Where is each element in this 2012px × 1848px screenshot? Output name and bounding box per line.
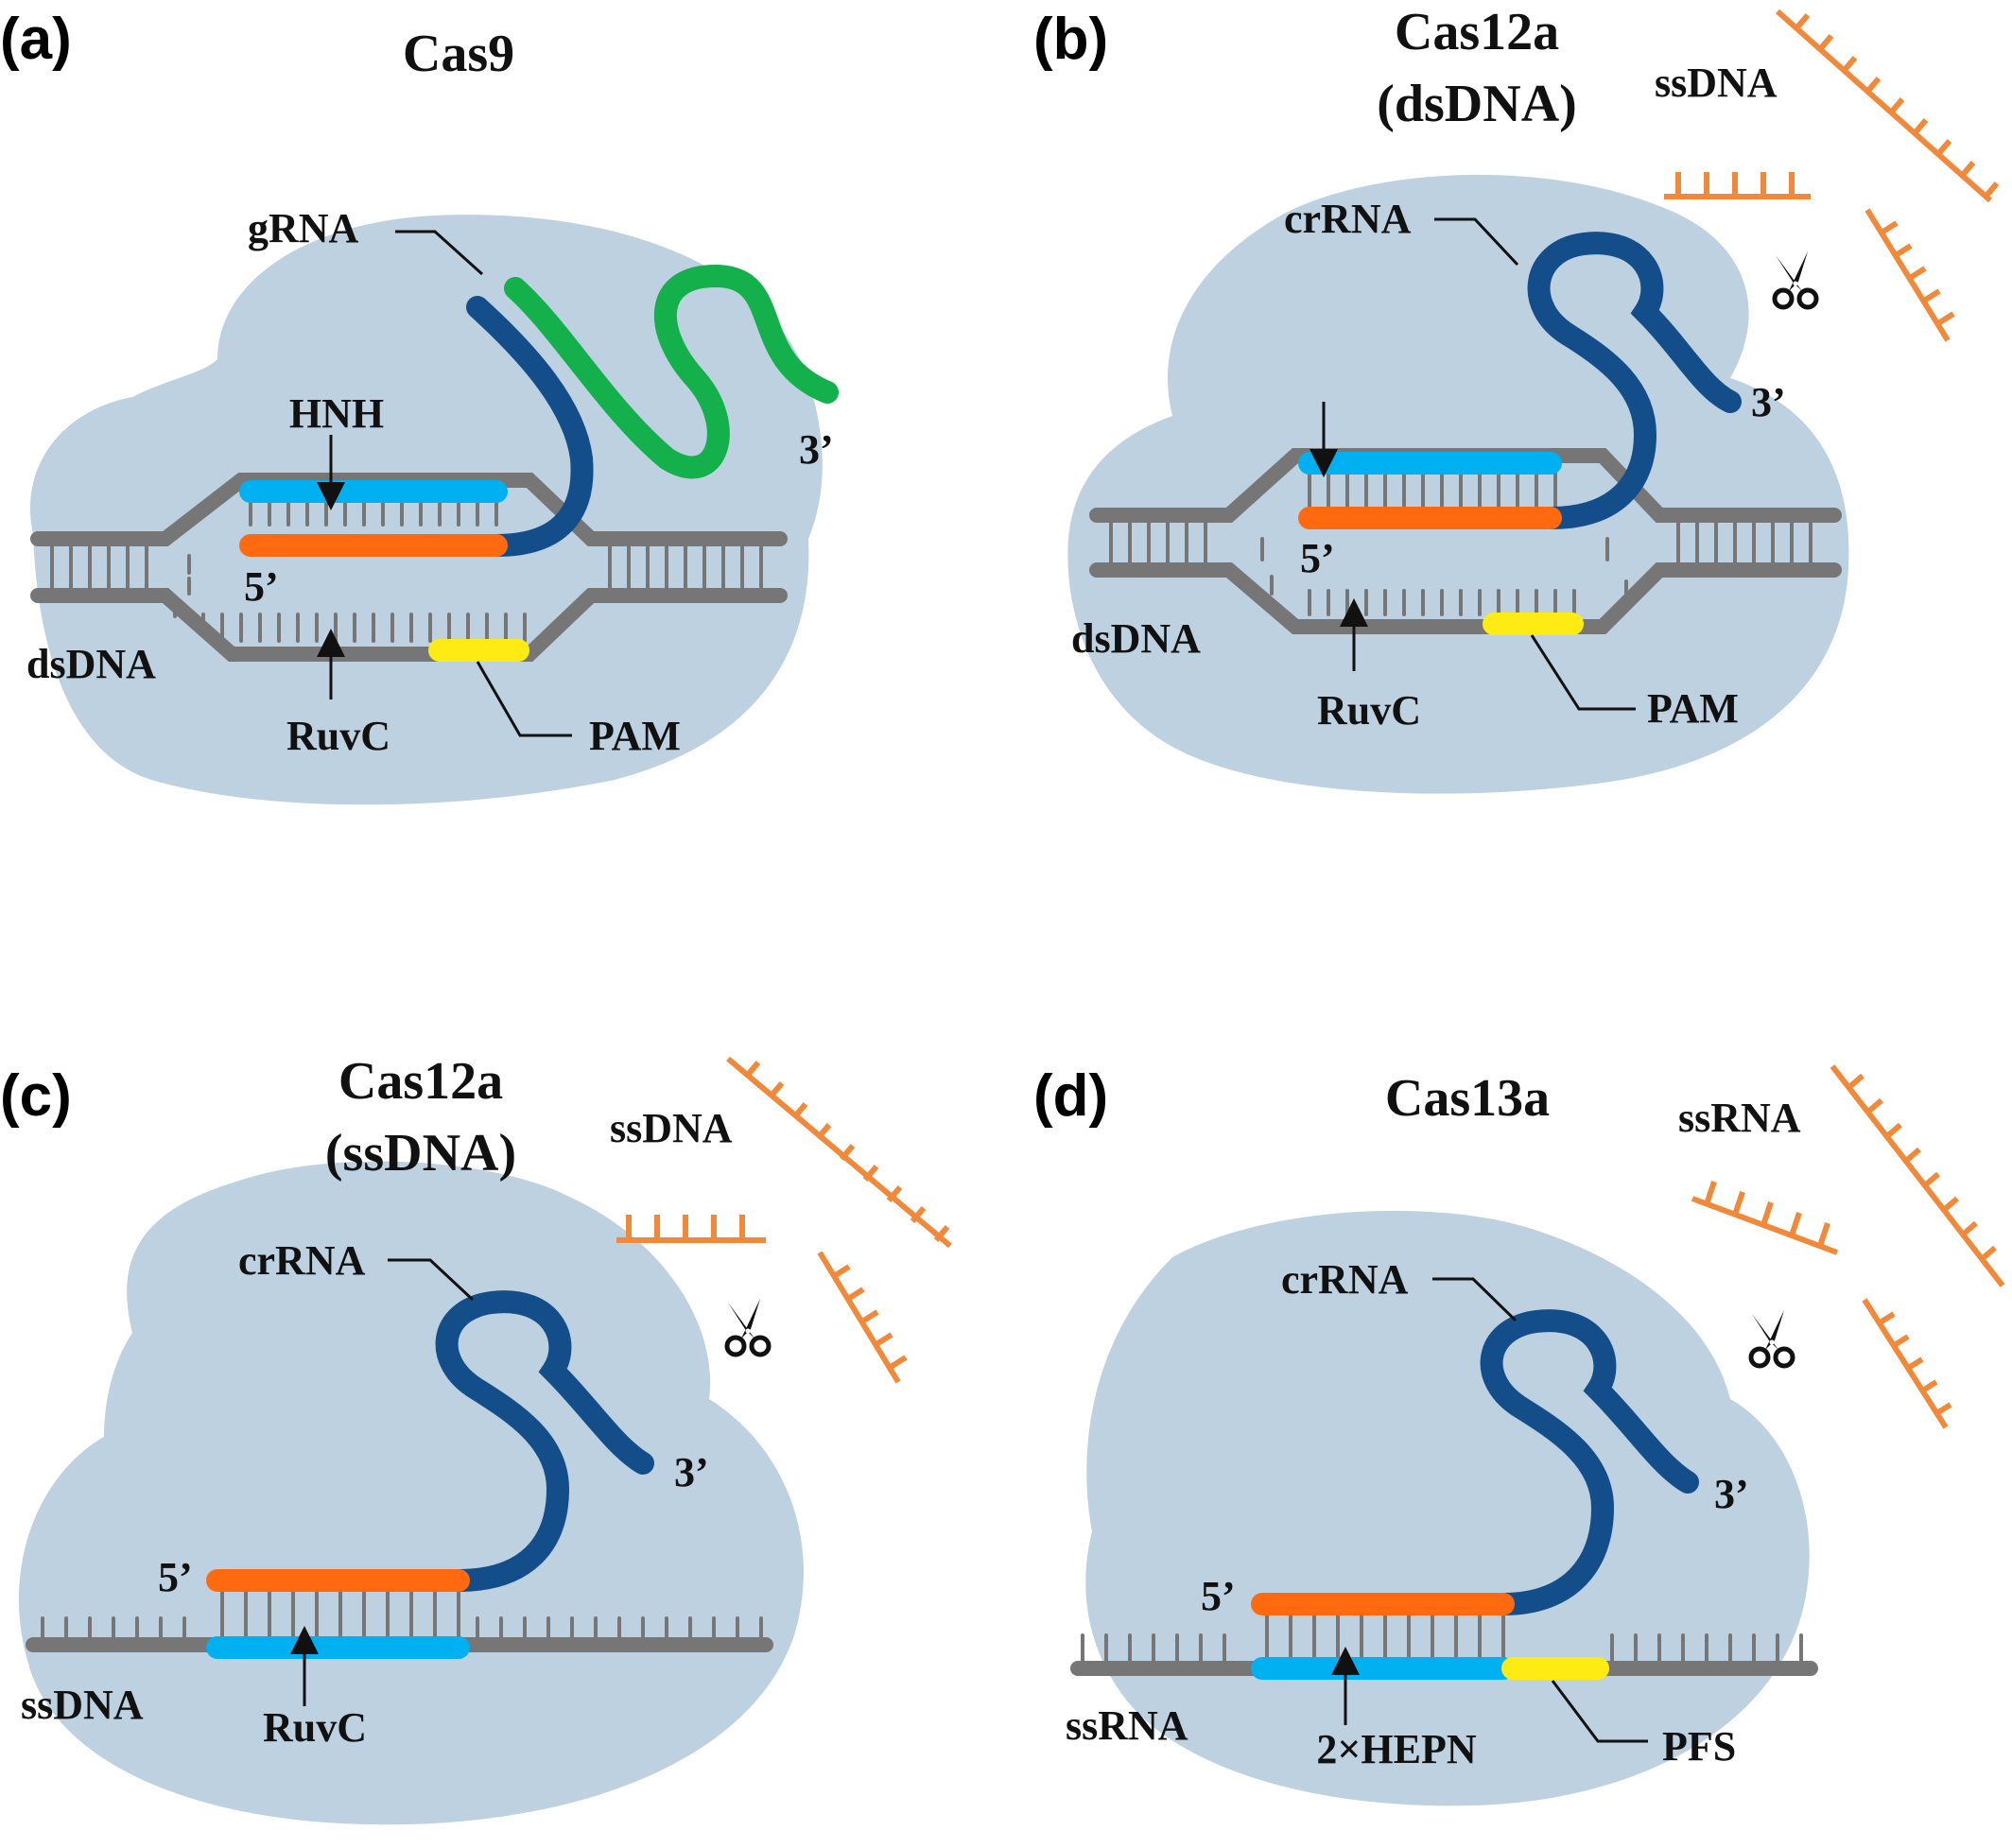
three-prime-label: 3’ [1714,1471,1749,1517]
crrna-leader [388,1258,475,1302]
panel-c: (c) Cas12a (ssDNA) crRNA 3’ 5’ s [0,1052,952,1825]
crrna [435,1290,654,1592]
three-prime-label: 3’ [799,426,834,473]
grna [466,296,594,557]
ssrna-label: ssRNA [1066,1702,1188,1749]
ruvc-label: RuvC [286,713,390,759]
panel-title-line-1: Cas12a [338,1052,503,1111]
cas9-protein-blob [29,215,823,805]
crrna [1527,232,1742,529]
cas13a-protein-blob [1085,1210,1810,1806]
pfs-leader [1551,1680,1648,1743]
ruvc-label: RuvC [1317,687,1421,734]
hnh-label: HNH [289,390,384,437]
panel-d: (d) Cas13a crRNA 3’ 5’ ssR [1033,1063,2005,1806]
pam-label: PAM [589,713,681,759]
ssdna-collateral-label: ssDNA [610,1105,733,1151]
ruvc-label: RuvC [263,1704,367,1751]
three-prime-label: 3’ [674,1449,709,1495]
panel-b: (b) Cas12a (dsDNA) [1033,3,2000,794]
five-prime-label: 5’ [158,1554,193,1600]
ssdna-label: ssDNA [21,1682,144,1728]
collateral-ssrna [1691,1064,2005,1429]
ssrna-collateral-label: ssRNA [1678,1095,1801,1141]
panel-title-line-1: Cas12a [1395,3,1559,61]
pam-leader [1530,634,1636,711]
pam-leader [476,661,572,737]
panel-letter: (b) [1033,7,1108,72]
pam-label: PAM [1647,685,1739,732]
crrna [1480,1309,1699,1615]
five-prime-label: 5’ [244,563,279,610]
base-pair-ticks [50,492,763,643]
panel-a: (a) Cas9 gRNA 3’ HNH 5’ dsDNA R [0,7,839,805]
panel-title: Cas13a [1385,1069,1550,1128]
panel-letter: (a) [0,7,72,72]
collateral-ssdna [616,1056,952,1384]
crrna-leader [1432,1277,1518,1322]
three-prime-label: 3’ [1751,379,1786,425]
panel-title-line-2: (dsDNA) [1377,75,1577,133]
panel-letter: (c) [0,1063,72,1129]
panel-letter: (d) [1033,1063,1108,1129]
grna-leader [395,230,484,276]
panel-title-line-2: (ssDNA) [325,1124,516,1183]
ssdna-label: ssDNA [1655,60,1778,106]
scissors-icon [727,1299,769,1355]
collateral-ssdna [1664,9,2000,342]
grna-label: gRNA [248,205,359,251]
crrna-label: crRNA [1284,196,1412,242]
five-prime-label: 5’ [1300,535,1335,581]
dsdna-label: dsDNA [1071,615,1201,662]
tracr-rna [504,264,839,479]
five-prime-label: 5’ [1201,1573,1236,1619]
crrna-label: crRNA [1281,1256,1409,1303]
scissors-icon [1751,1310,1793,1366]
dsdna-label: dsDNA [26,641,156,687]
hepn-label: 2×HEPN [1316,1726,1477,1772]
pfs-label: PFS [1662,1723,1736,1770]
scissors-icon [1775,251,1816,307]
crrna-leader [1434,217,1519,267]
cas12a-protein-blob [18,1161,804,1825]
panel-title: Cas9 [403,25,514,83]
crrna-label: crRNA [238,1237,366,1284]
